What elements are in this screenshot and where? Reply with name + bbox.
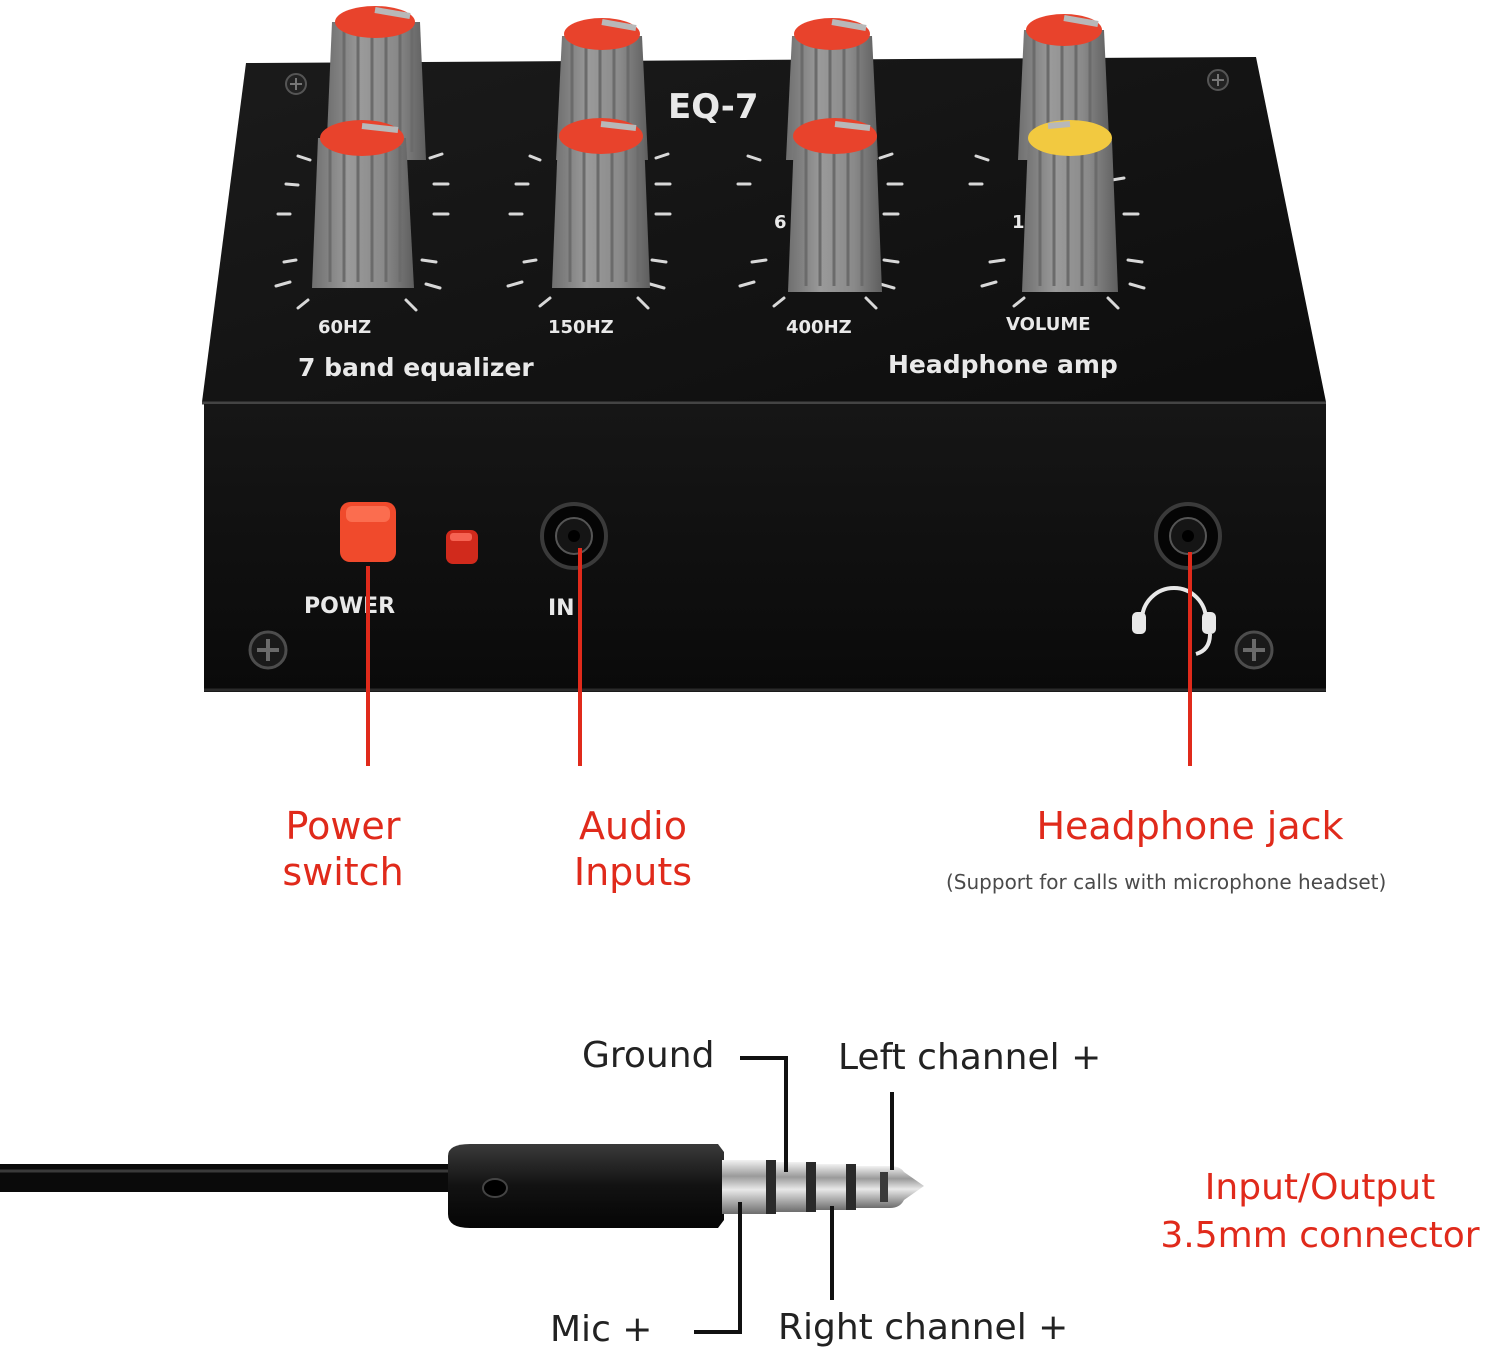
callout-power-switch: Power switch [262,803,424,895]
callout-power-line2: switch [282,850,404,894]
scale-digit: 6 [774,212,787,233]
connector-title-line2: 3.5mm connector [1160,1215,1480,1256]
plug-housing [448,1144,724,1228]
knob-150hz[interactable] [552,118,650,288]
pin-leader-lines [694,1056,894,1334]
input-label: IN [548,596,575,621]
screw-icon [285,73,307,95]
knob-60hz[interactable] [312,120,414,288]
screw-icon [1207,69,1229,91]
label-60hz: 60HZ [318,317,371,338]
callout-headphone-note: (Support for calls with microphone heads… [946,870,1387,894]
model-label: EQ-7 [668,87,759,127]
scale-digit: 1 [1012,212,1025,233]
callout-power-line1: Power [285,804,401,848]
section-equalizer: 7 band equalizer [298,353,534,382]
screw-icon [248,630,288,670]
knob-400hz[interactable] [788,118,882,292]
screw-icon [1234,630,1274,670]
plug-metal [722,1160,924,1214]
scale-ticks [274,152,1146,312]
power-label: POWER [304,594,395,619]
section-headphone-amp: Headphone amp [888,350,1118,379]
callout-headphone-title: Headphone jack [1036,804,1344,848]
pin-label-right-channel: Right channel + [778,1307,1069,1348]
power-led [446,530,478,564]
callout-audio-line2: Inputs [573,850,693,894]
connector-title-line1: Input/Output [1204,1167,1436,1208]
label-150hz: 150HZ [548,317,614,338]
callout-audio-line1: Audio [578,804,687,848]
knob-volume[interactable] [1022,120,1118,292]
headset-icon [1132,586,1216,656]
callout-audio-inputs: Audio Inputs [552,803,714,895]
connector-title: Input/Output 3.5mm connector [1150,1164,1490,1260]
input-jack[interactable] [540,502,608,570]
audio-cable [0,1164,450,1192]
pin-label-left-channel: Left channel + [838,1037,1102,1078]
label-400hz: 400HZ [786,317,852,338]
power-button[interactable] [340,502,396,562]
headphone-jack[interactable] [1154,502,1222,570]
pin-label-ground: Ground [582,1035,715,1076]
callout-headphone-jack: Headphone jack [1000,803,1380,849]
pin-label-mic: Mic + [550,1309,653,1350]
label-volume: VOLUME [1006,314,1091,335]
